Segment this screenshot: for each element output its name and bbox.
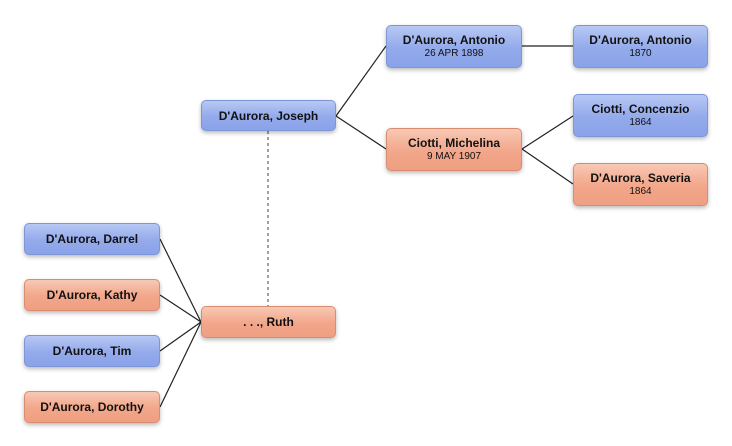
person-name: D'Aurora, Joseph bbox=[218, 108, 319, 123]
parent-link-father bbox=[335, 45, 387, 117]
person-antonio-father[interactable]: D'Aurora, Antonio 26 APR 1898 bbox=[386, 25, 522, 68]
person-darrel[interactable]: D'Aurora, Darrel bbox=[24, 223, 160, 255]
person-tim[interactable]: D'Aurora, Tim bbox=[24, 335, 160, 367]
person-name: D'Aurora, Darrel bbox=[45, 232, 139, 246]
person-name: Ciotti, Concenzio bbox=[591, 102, 690, 116]
person-ruth[interactable]: . . ., Ruth bbox=[201, 306, 336, 338]
person-date: 1864 bbox=[629, 186, 652, 197]
person-antonio-grandfather[interactable]: D'Aurora, Antonio 1870 bbox=[573, 25, 708, 68]
child-link-kathy bbox=[159, 294, 202, 323]
child-link-tim bbox=[159, 321, 202, 352]
person-name: D'Aurora, Tim bbox=[52, 344, 132, 358]
person-date: 1864 bbox=[629, 117, 652, 128]
person-name: D'Aurora, Antonio bbox=[589, 33, 692, 47]
person-michelina[interactable]: Ciotti, Michelina 9 MAY 1907 bbox=[386, 128, 522, 171]
person-concenzio[interactable]: Ciotti, Concenzio 1864 bbox=[573, 94, 708, 137]
person-name: D'Aurora, Antonio bbox=[402, 33, 506, 47]
person-joseph[interactable]: D'Aurora, Joseph bbox=[201, 100, 336, 131]
parent-link-mother bbox=[335, 115, 387, 150]
person-date: 9 MAY 1907 bbox=[426, 151, 482, 162]
person-name: . . ., Ruth bbox=[243, 315, 294, 329]
person-saveria[interactable]: D'Aurora, Saveria 1864 bbox=[573, 163, 708, 206]
child-link-dorothy bbox=[159, 321, 202, 408]
person-date: 1870 bbox=[629, 48, 652, 59]
person-name: Ciotti, Michelina bbox=[407, 136, 500, 150]
person-date: 26 APR 1898 bbox=[424, 48, 484, 59]
person-kathy[interactable]: D'Aurora, Kathy bbox=[24, 279, 160, 311]
child-link-darrel bbox=[159, 238, 202, 323]
grandparent-link-saveria bbox=[521, 148, 574, 185]
grandparent-link-concenzio bbox=[521, 115, 574, 150]
person-name: D'Aurora, Kathy bbox=[46, 288, 138, 302]
person-name: D'Aurora, Saveria bbox=[590, 171, 691, 185]
person-dorothy[interactable]: D'Aurora, Dorothy bbox=[24, 391, 160, 423]
person-name: D'Aurora, Dorothy bbox=[40, 400, 144, 414]
